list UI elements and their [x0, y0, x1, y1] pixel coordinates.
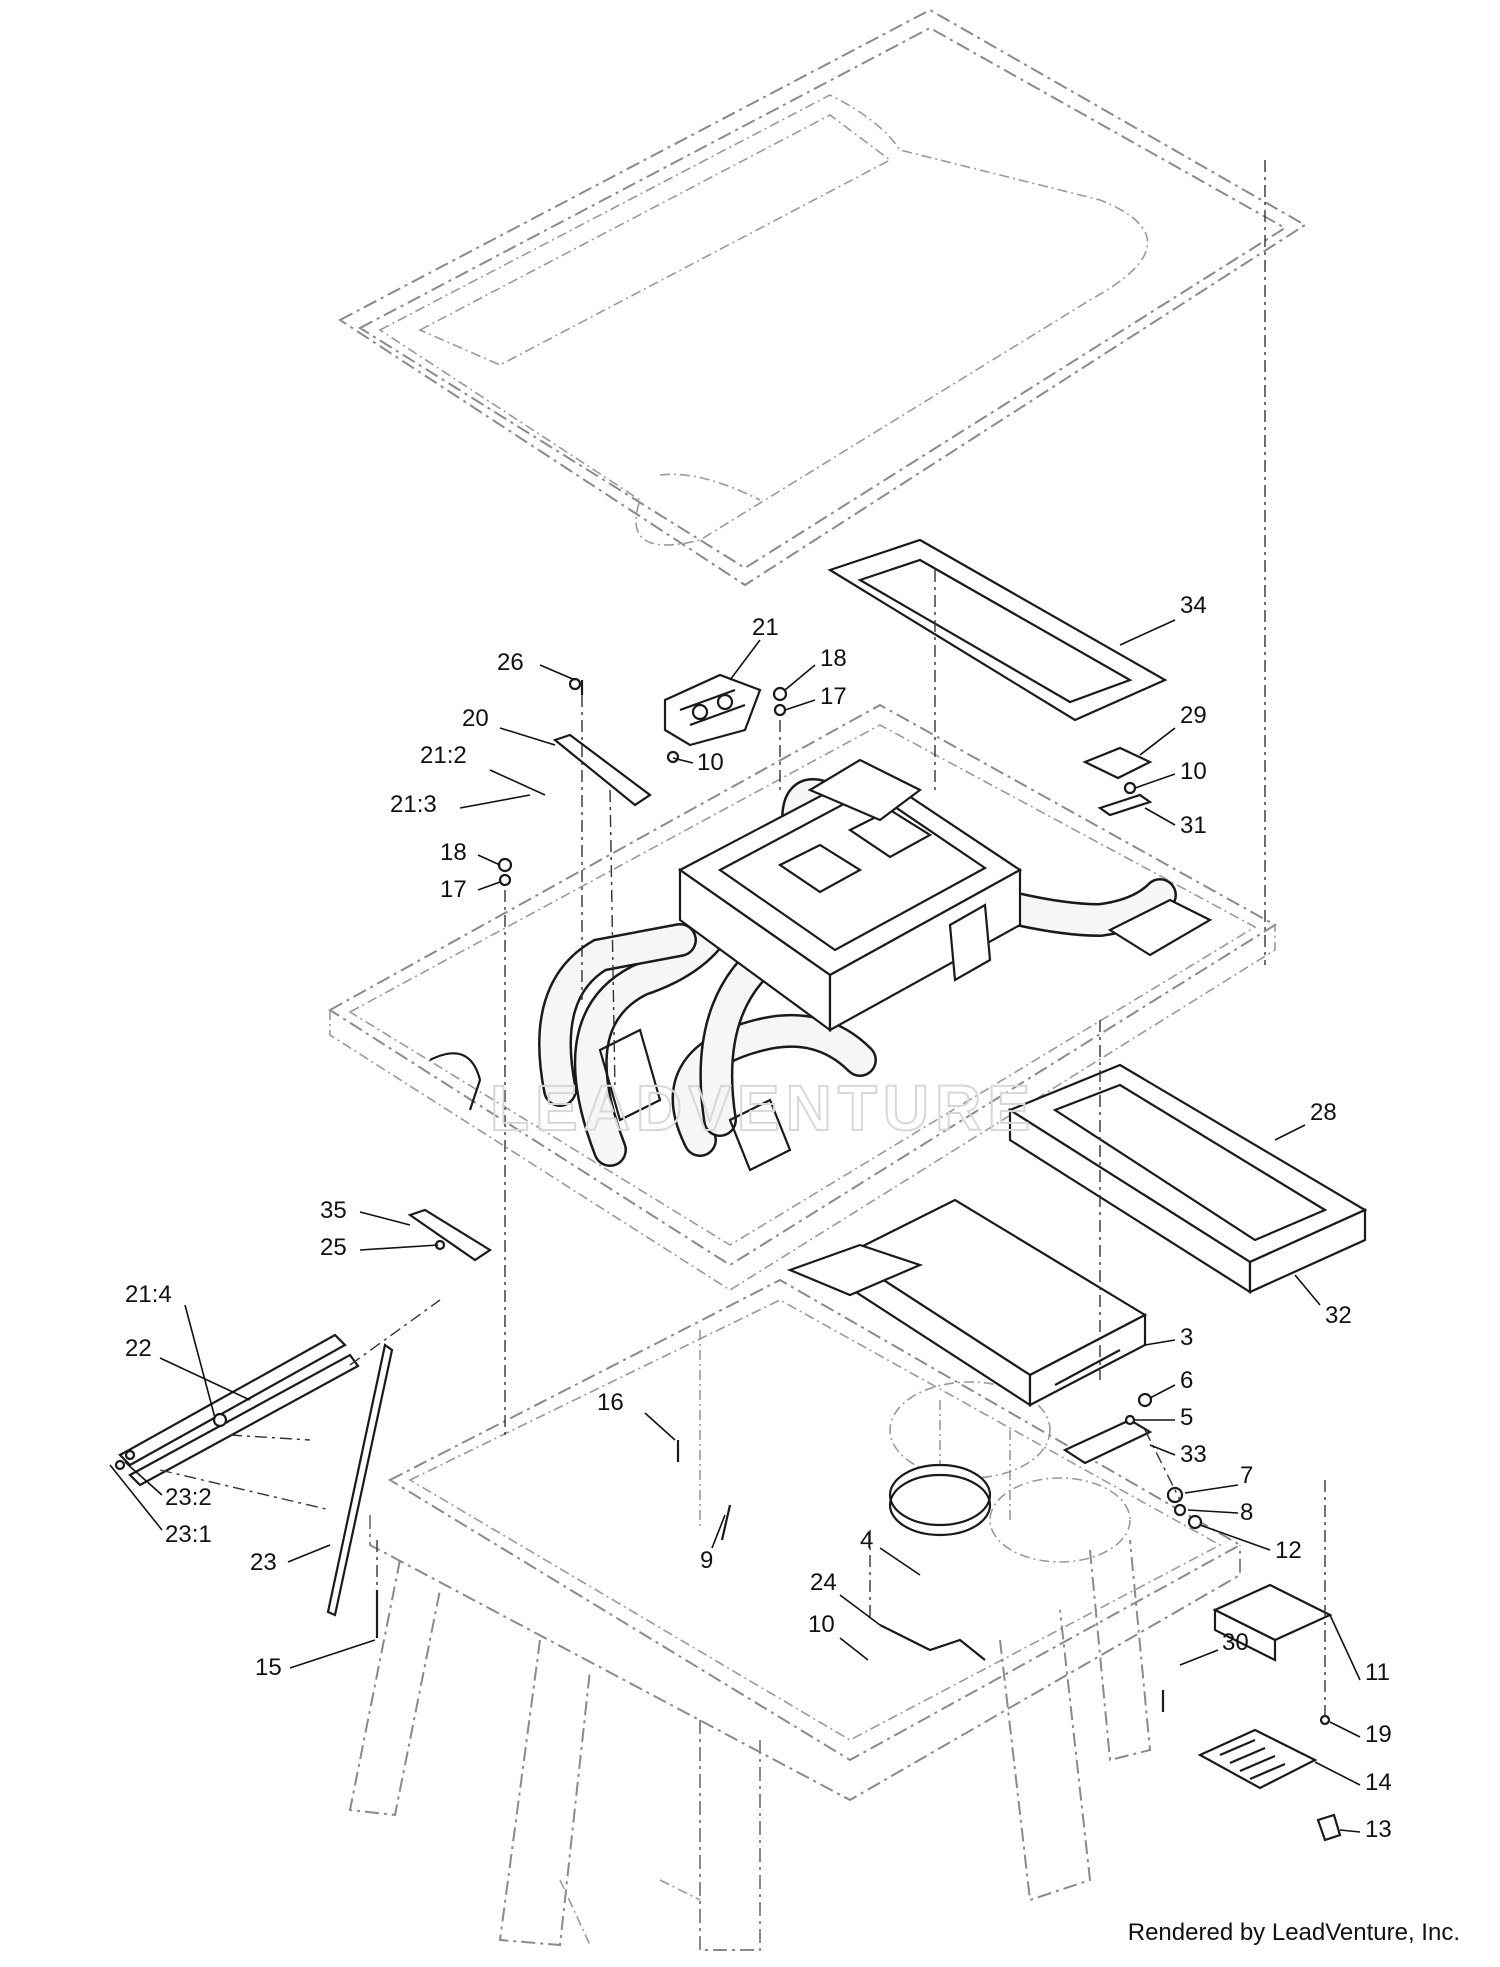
part-4-fan	[888, 1463, 992, 1537]
callout-24: 24	[810, 1569, 837, 1596]
part-24-harness	[879, 1624, 986, 1661]
roof-panel	[338, 8, 1307, 587]
callout-28: 28	[1310, 1099, 1337, 1126]
callout-11: 11	[1365, 1659, 1390, 1686]
cab-frame	[348, 1278, 1243, 1951]
callout-8: 8	[1240, 1499, 1253, 1526]
callout-10a: 10	[697, 749, 724, 776]
callout-21: 21	[752, 614, 779, 641]
callout-15: 15	[255, 1654, 282, 1681]
callout-7: 7	[1240, 1462, 1253, 1489]
callout-9: 9	[700, 1547, 713, 1574]
callout-32: 32	[1325, 1302, 1352, 1329]
part-3-heater-box	[842, 1198, 1148, 1408]
callout-23: 23	[250, 1549, 277, 1576]
callout-30: 30	[1222, 1629, 1249, 1656]
part-tray-filter	[786, 1243, 924, 1297]
watermark: LEADVENTURE	[490, 1072, 1036, 1144]
part-34-gasket	[827, 538, 1168, 722]
callout-17b: 17	[440, 876, 467, 903]
footer-credit: Rendered by LeadVenture, Inc.	[1127, 1919, 1460, 1946]
callouts: 34 21 26 18 17 20 10 21:2 21:3 18 17 29 …	[109, 592, 1392, 1843]
callout-21-2: 21:2	[420, 742, 467, 769]
callout-19: 19	[1365, 1721, 1392, 1748]
callout-21-4: 21:4	[125, 1281, 172, 1308]
callout-12: 12	[1275, 1537, 1302, 1564]
callout-26: 26	[497, 649, 524, 676]
small-hardware	[114, 677, 1342, 1842]
callout-23-2: 23:2	[165, 1484, 212, 1511]
callout-29: 29	[1180, 702, 1207, 729]
callout-13: 13	[1365, 1816, 1392, 1843]
callout-18b: 18	[440, 839, 467, 866]
callout-10c: 10	[808, 1611, 835, 1638]
callout-20: 20	[462, 705, 489, 732]
callout-34: 34	[1180, 592, 1207, 619]
callout-4: 4	[860, 1527, 873, 1554]
callout-16: 16	[597, 1389, 624, 1416]
part-20-plate	[552, 733, 652, 807]
part-31-bracket	[1097, 793, 1153, 817]
part-14-grille	[1197, 1728, 1318, 1790]
part-22-wiper-arm	[118, 1333, 360, 1487]
callout-31: 31	[1180, 812, 1207, 839]
assembly-axis-lines	[159, 160, 1326, 1720]
part-21-switch	[663, 673, 762, 747]
callout-17: 17	[820, 683, 847, 710]
callout-18: 18	[820, 645, 847, 672]
callout-35: 35	[320, 1197, 347, 1224]
part-28-foam	[1007, 1063, 1368, 1294]
headliner-tray	[328, 703, 1277, 1291]
callout-23-1: 23:1	[165, 1521, 212, 1548]
callout-6: 6	[1180, 1367, 1193, 1394]
callout-3: 3	[1180, 1324, 1193, 1351]
callout-10b: 10	[1180, 758, 1207, 785]
callout-14: 14	[1365, 1769, 1392, 1796]
callout-22: 22	[125, 1335, 152, 1362]
part-29-vent	[1082, 746, 1153, 780]
callout-25: 25	[320, 1234, 347, 1261]
part-23-wiper-blade	[326, 1343, 394, 1617]
part-33-bracket	[1062, 1418, 1153, 1465]
callout-33: 33	[1180, 1441, 1207, 1468]
callout-21-3: 21:3	[390, 791, 437, 818]
hvac-unit-assembly	[429, 758, 1213, 1172]
callout-5: 5	[1180, 1404, 1193, 1431]
part-35-plate	[407, 1208, 493, 1262]
